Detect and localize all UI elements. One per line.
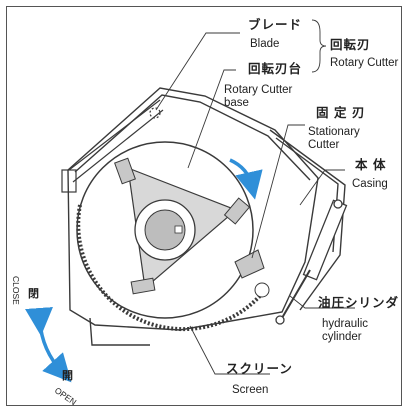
leader-lines [155,19,355,375]
screen-arc [76,204,267,332]
rotary-cutter-en-label: Rotary Cutter [330,57,399,69]
rotary-cutter-base-en-line1: Rotary Cutter [224,84,293,96]
stationary-cutter-en-line1: Stationary [308,126,360,138]
rotary-cutter-base-jp-label: 回転刃台 [248,62,303,76]
hub-inner [144,209,186,251]
rotary-blades [114,157,251,295]
stationary-cutter [234,249,270,298]
open-jp-label: 開 [62,370,74,382]
blade-jp-label: ブレード [248,18,303,32]
rotary-cutter-base-en-line2: base [224,97,249,109]
stationary-cutter-en-line2: Cutter [308,139,340,151]
stationary-cutter-jp-label: 固 定 刃 [316,106,366,120]
hydraulic-cylinder-en-line2: cylinder [322,331,362,343]
open-close-arrow [25,307,72,383]
close-en-label: CLOSE [10,276,21,305]
rotary-cutter-jp-label: 回転刃 [330,38,371,52]
hydraulic-cylinder-jp-label: 油圧シリンダ [318,296,400,310]
diagram-frame [6,6,402,406]
screen-jp-label: スクリーン [226,362,293,376]
hydraulic-cylinder [275,199,348,325]
casing-en-label: Casing [352,178,388,190]
rotation-arrow [229,158,263,200]
casing-jp-label: 本 体 [355,158,387,172]
screen-en-label: Screen [232,384,269,396]
left-hinge [61,99,164,193]
hydraulic-cylinder-en-line1: hydraulic [322,318,369,330]
rotary-cutter-circle [76,141,254,319]
blade-en-label: Blade [250,38,280,50]
close-jp-label: 閉 [28,288,40,300]
hub-key [174,225,183,234]
